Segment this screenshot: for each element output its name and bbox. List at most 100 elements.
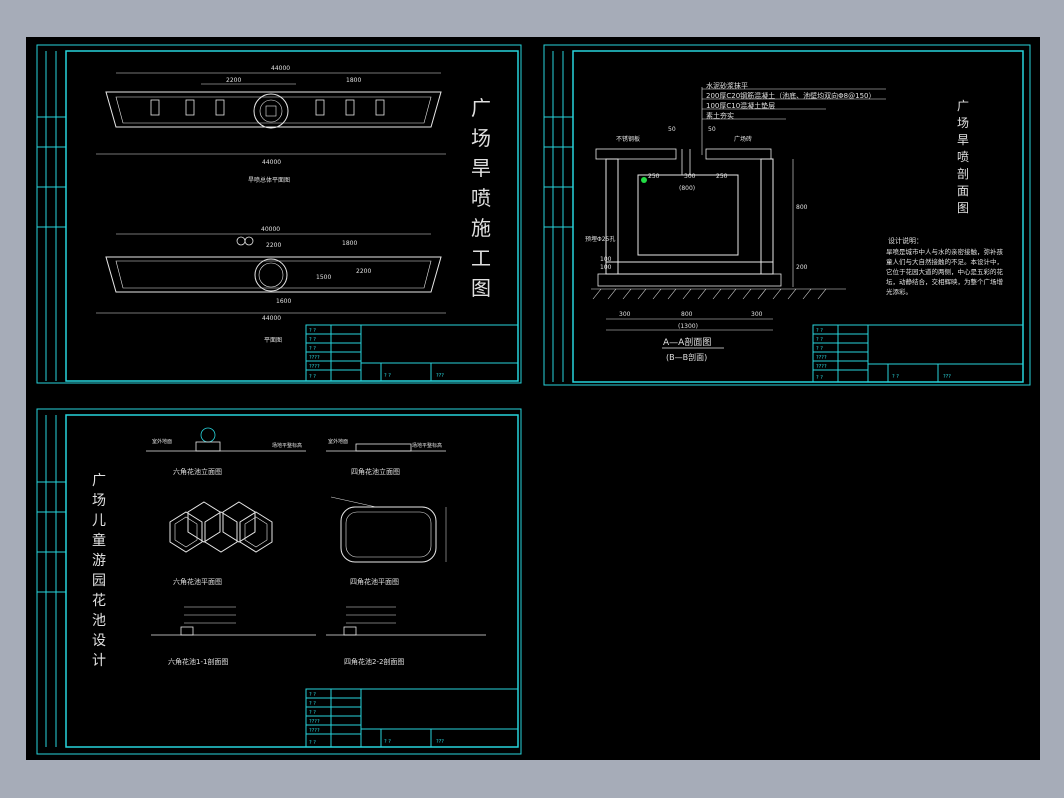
hex-planter-plan: 六角花池平面图 [169, 501, 273, 586]
svg-text:计: 计 [92, 653, 106, 669]
construction-layer-notes: 水泥砂浆抹平 200厚C20钢筋混凝土（池底、池壁均双向Φ8@150） 100厚… [701, 81, 886, 155]
svg-text:1600: 1600 [276, 298, 291, 305]
svg-text:40000: 40000 [261, 226, 280, 233]
svg-text:四角花池立面图: 四角花池立面图 [351, 467, 400, 476]
rect-planter-elevation: 室外地面 场地平整标高 四角花池立面图 [326, 438, 446, 476]
svg-text:预埋Φ25孔: 预埋Φ25孔 [585, 235, 615, 243]
svg-text:50: 50 [708, 126, 716, 133]
sheet-3-title: 广 场 儿 童 游 园 花 池 设 计 [92, 473, 106, 669]
svg-text:????: ???? [309, 355, 320, 361]
svg-text:室外地面: 室外地面 [152, 438, 172, 445]
svg-text:施: 施 [471, 216, 491, 240]
svg-text:工: 工 [471, 246, 491, 270]
svg-text:300: 300 [751, 311, 763, 318]
svg-text:? ?: ? ? [309, 692, 316, 698]
svg-text:旱: 旱 [471, 156, 491, 180]
svg-text:场地平整标高: 场地平整标高 [412, 442, 442, 449]
svg-text:场地平整标高: 场地平整标高 [272, 442, 302, 449]
svg-text:广: 广 [957, 99, 969, 113]
svg-text:800: 800 [796, 204, 808, 211]
selection-grip [641, 177, 647, 183]
svg-text:图: 图 [957, 201, 969, 215]
svg-text:喷: 喷 [471, 186, 491, 210]
rect-planter-plan: 四角花池平面图 [330, 496, 447, 586]
svg-text:? ?: ? ? [384, 373, 391, 379]
svg-text:200厚C20钢筋混凝土（池底、池壁均双向Φ8@150）: 200厚C20钢筋混凝土（池底、池壁均双向Φ8@150） [706, 91, 875, 100]
sheet-2[interactable]: 水泥砂浆抹平 200厚C20钢筋混凝土（池底、池壁均双向Φ8@150） 100厚… [543, 44, 1031, 386]
svg-text:200: 200 [796, 264, 808, 271]
svg-text:????: ???? [309, 719, 320, 725]
svg-text:花: 花 [92, 593, 106, 609]
svg-text:? ?: ? ? [816, 337, 823, 343]
svg-text:2200: 2200 [266, 242, 281, 249]
svg-text:???: ??? [436, 739, 444, 745]
svg-text:250: 250 [648, 173, 660, 180]
svg-text:? ?: ? ? [816, 346, 823, 352]
sheet-2-title: 广 场 旱 喷 剖 面 图 [957, 99, 969, 215]
svg-text:设: 设 [92, 633, 106, 649]
svg-text:100厚C10混凝土垫层: 100厚C10混凝土垫层 [706, 101, 775, 110]
svg-text:? ?: ? ? [816, 328, 823, 334]
svg-text:1800: 1800 [346, 77, 361, 84]
svg-text:1500: 1500 [316, 274, 331, 281]
svg-text:喷: 喷 [957, 150, 969, 164]
svg-text:设计说明：: 设计说明： [888, 236, 923, 245]
svg-text:(800): (800) [679, 185, 695, 192]
svg-text:1800: 1800 [342, 240, 357, 247]
svg-text:室外地面: 室外地面 [328, 438, 348, 445]
sheet-1-title-block: ? ? ? ? ? ? ???? ???? ? ? ? ? ??? [305, 324, 519, 382]
rect-planter-section: 四角花池2-2剖面图 [326, 606, 486, 666]
sheet-1[interactable]: 44000 2200 1800 44000 旱喷总体平面图 40000 [36, 44, 522, 384]
svg-text:???: ??? [436, 373, 444, 379]
drawing-svg: 44000 2200 1800 44000 旱喷总体平面图 40000 [36, 44, 1031, 755]
sheet-3[interactable]: 室外地面 场地平整标高 六角花池立面图 室外地面 场地平整标高 四角花池立面图 … [36, 408, 522, 755]
svg-text:????: ???? [309, 364, 320, 370]
svg-text:44000: 44000 [262, 315, 281, 322]
svg-text:44000: 44000 [271, 65, 290, 72]
svg-text:四角花池平面图: 四角花池平面图 [350, 577, 399, 586]
svg-text:44000: 44000 [262, 159, 281, 166]
sheet-3-inner-frame [65, 414, 519, 748]
svg-text:水泥砂浆抹平: 水泥砂浆抹平 [706, 81, 748, 90]
fountain-plan: 40000 2200 1800 1500 2200 1600 44000 平面图 [96, 226, 446, 344]
design-notes: 设计说明： 旱喷是城市中人与水的亲密接触，弥补孩童人们与大自然接触的不足。本设计… [886, 236, 1003, 296]
cad-model-space[interactable]: 44000 2200 1800 44000 旱喷总体平面图 40000 [26, 37, 1040, 760]
svg-text:(B—B剖面): (B—B剖面) [666, 352, 707, 362]
svg-text:场: 场 [471, 126, 491, 150]
svg-text:300: 300 [684, 173, 696, 180]
svg-text:250: 250 [716, 173, 728, 180]
svg-text:800: 800 [681, 311, 693, 318]
svg-text:A—A剖面图: A—A剖面图 [663, 336, 711, 348]
sheet-2-inner-frame [572, 50, 1024, 383]
svg-text:? ?: ? ? [384, 739, 391, 745]
svg-text:剖: 剖 [957, 167, 969, 181]
svg-text:六角花池平面图: 六角花池平面图 [173, 577, 222, 586]
svg-text:平面图: 平面图 [264, 337, 282, 344]
fountain-overall-plan: 44000 2200 1800 44000 旱喷总体平面图 [96, 65, 446, 184]
svg-text:广场砖: 广场砖 [734, 135, 752, 143]
svg-text:? ?: ? ? [309, 701, 316, 707]
svg-text:? ?: ? ? [309, 337, 316, 343]
svg-text:? ?: ? ? [892, 374, 899, 380]
svg-text:素土夯实: 素土夯实 [706, 111, 734, 120]
svg-text:面: 面 [957, 184, 969, 198]
svg-text:? ?: ? ? [309, 328, 316, 334]
svg-text:图: 图 [471, 276, 491, 300]
sheet-1-inner-frame [65, 50, 519, 382]
sheet-3-outer-frame [36, 408, 522, 755]
svg-text:2200: 2200 [356, 268, 371, 275]
svg-text:旱: 旱 [957, 133, 969, 147]
svg-text:300: 300 [619, 311, 631, 318]
sheet-2-outer-frame [543, 44, 1031, 386]
svg-text:????: ???? [816, 364, 827, 370]
fountain-section: 不锈钢板 广场砖 50 50 250 300 250 (800) 预埋Φ25孔 … [585, 126, 846, 362]
svg-text:六角花池立面图: 六角花池立面图 [173, 467, 222, 476]
svg-text:场: 场 [957, 116, 969, 130]
svg-text:不锈钢板: 不锈钢板 [616, 135, 640, 143]
sheet-1-title: 广 场 旱 喷 施 工 图 [471, 96, 491, 300]
svg-text:? ?: ? ? [309, 740, 316, 746]
svg-text:100: 100 [600, 264, 612, 271]
svg-text:场: 场 [92, 493, 106, 509]
svg-text:???: ??? [943, 374, 951, 380]
svg-text:游: 游 [92, 553, 106, 569]
